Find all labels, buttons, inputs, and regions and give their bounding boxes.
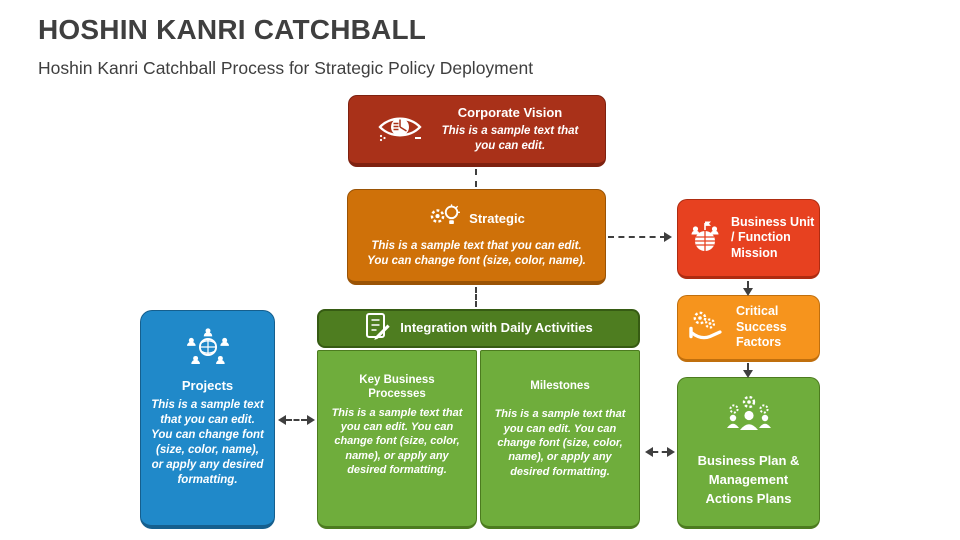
connector-strategic-integration	[475, 287, 477, 307]
milestones-body: This is a sample text that you can edit.…	[494, 408, 626, 478]
arrowhead-right-icon	[664, 232, 672, 242]
milestones-box: Milestones This is a sample text that yo…	[480, 350, 640, 529]
connector-csf-business-plan	[747, 363, 749, 371]
arrowhead-right-icon	[667, 447, 675, 457]
team-gears-icon	[725, 395, 773, 442]
projects-title: Projects	[181, 378, 234, 393]
hand-gears-icon	[688, 309, 724, 346]
milestones-title: Milestones	[530, 380, 590, 392]
business-plan-title: Business Plan & Management Actions Plans	[697, 453, 800, 506]
page-title: HOSHIN KANRI CATCHBALL	[38, 14, 427, 45]
arrowhead-left-icon	[645, 447, 653, 457]
key-business-processes-body: This is a sample text that you can edit.…	[331, 406, 463, 476]
business-unit-mission-box: Business Unit / Function Mission	[677, 199, 820, 279]
arrowhead-down-icon	[743, 288, 753, 296]
checklist-pencil-icon	[364, 312, 390, 345]
projects-body: This is a sample text that you can edit.…	[151, 399, 264, 486]
corporate-vision-box: Corporate Vision This is a sample text t…	[348, 95, 606, 167]
arrowhead-down-icon	[743, 370, 753, 378]
integration-header-title: Integration with Daily Activities	[400, 320, 593, 336]
connector-milestones-business-plan	[653, 451, 667, 453]
connector-strategic-business-unit	[608, 236, 666, 238]
people-globe-icon	[186, 327, 230, 372]
critical-success-factors-box: Critical Success Factors	[677, 295, 820, 362]
strategic-box: Strategic This is a sample text that you…	[347, 189, 606, 285]
connector-business-unit-csf	[747, 281, 749, 289]
arrowhead-right-icon	[307, 415, 315, 425]
business-plan-box: Business Plan & Management Actions Plans	[677, 377, 820, 529]
corporate-vision-body: This is a sample text that you can edit.	[441, 124, 579, 152]
connector-projects-key-business	[286, 419, 307, 421]
corporate-vision-title: Corporate Vision	[457, 105, 563, 121]
page-subtitle: Hoshin Kanri Catchball Process for Strat…	[38, 58, 534, 78]
critical-success-factors-title: Critical Success Factors	[736, 304, 787, 350]
integration-header-box: Integration with Daily Activities	[317, 309, 640, 348]
connector-vision-strategic	[475, 169, 477, 187]
bulb-gear-icon	[428, 203, 462, 236]
key-business-processes-title: Key Business Processes	[359, 374, 435, 401]
projects-box: Projects This is a sample text that you …	[140, 310, 275, 529]
eye-chart-icon	[377, 111, 423, 148]
globe-team-icon	[687, 219, 723, 258]
strategic-body: This is a sample text that you can edit.…	[367, 239, 586, 267]
strategic-title: Strategic	[469, 210, 525, 226]
arrowhead-left-icon	[278, 415, 286, 425]
key-business-processes-box: Key Business Processes This is a sample …	[317, 350, 477, 529]
business-unit-mission-title: Business Unit / Function Mission	[731, 214, 815, 260]
